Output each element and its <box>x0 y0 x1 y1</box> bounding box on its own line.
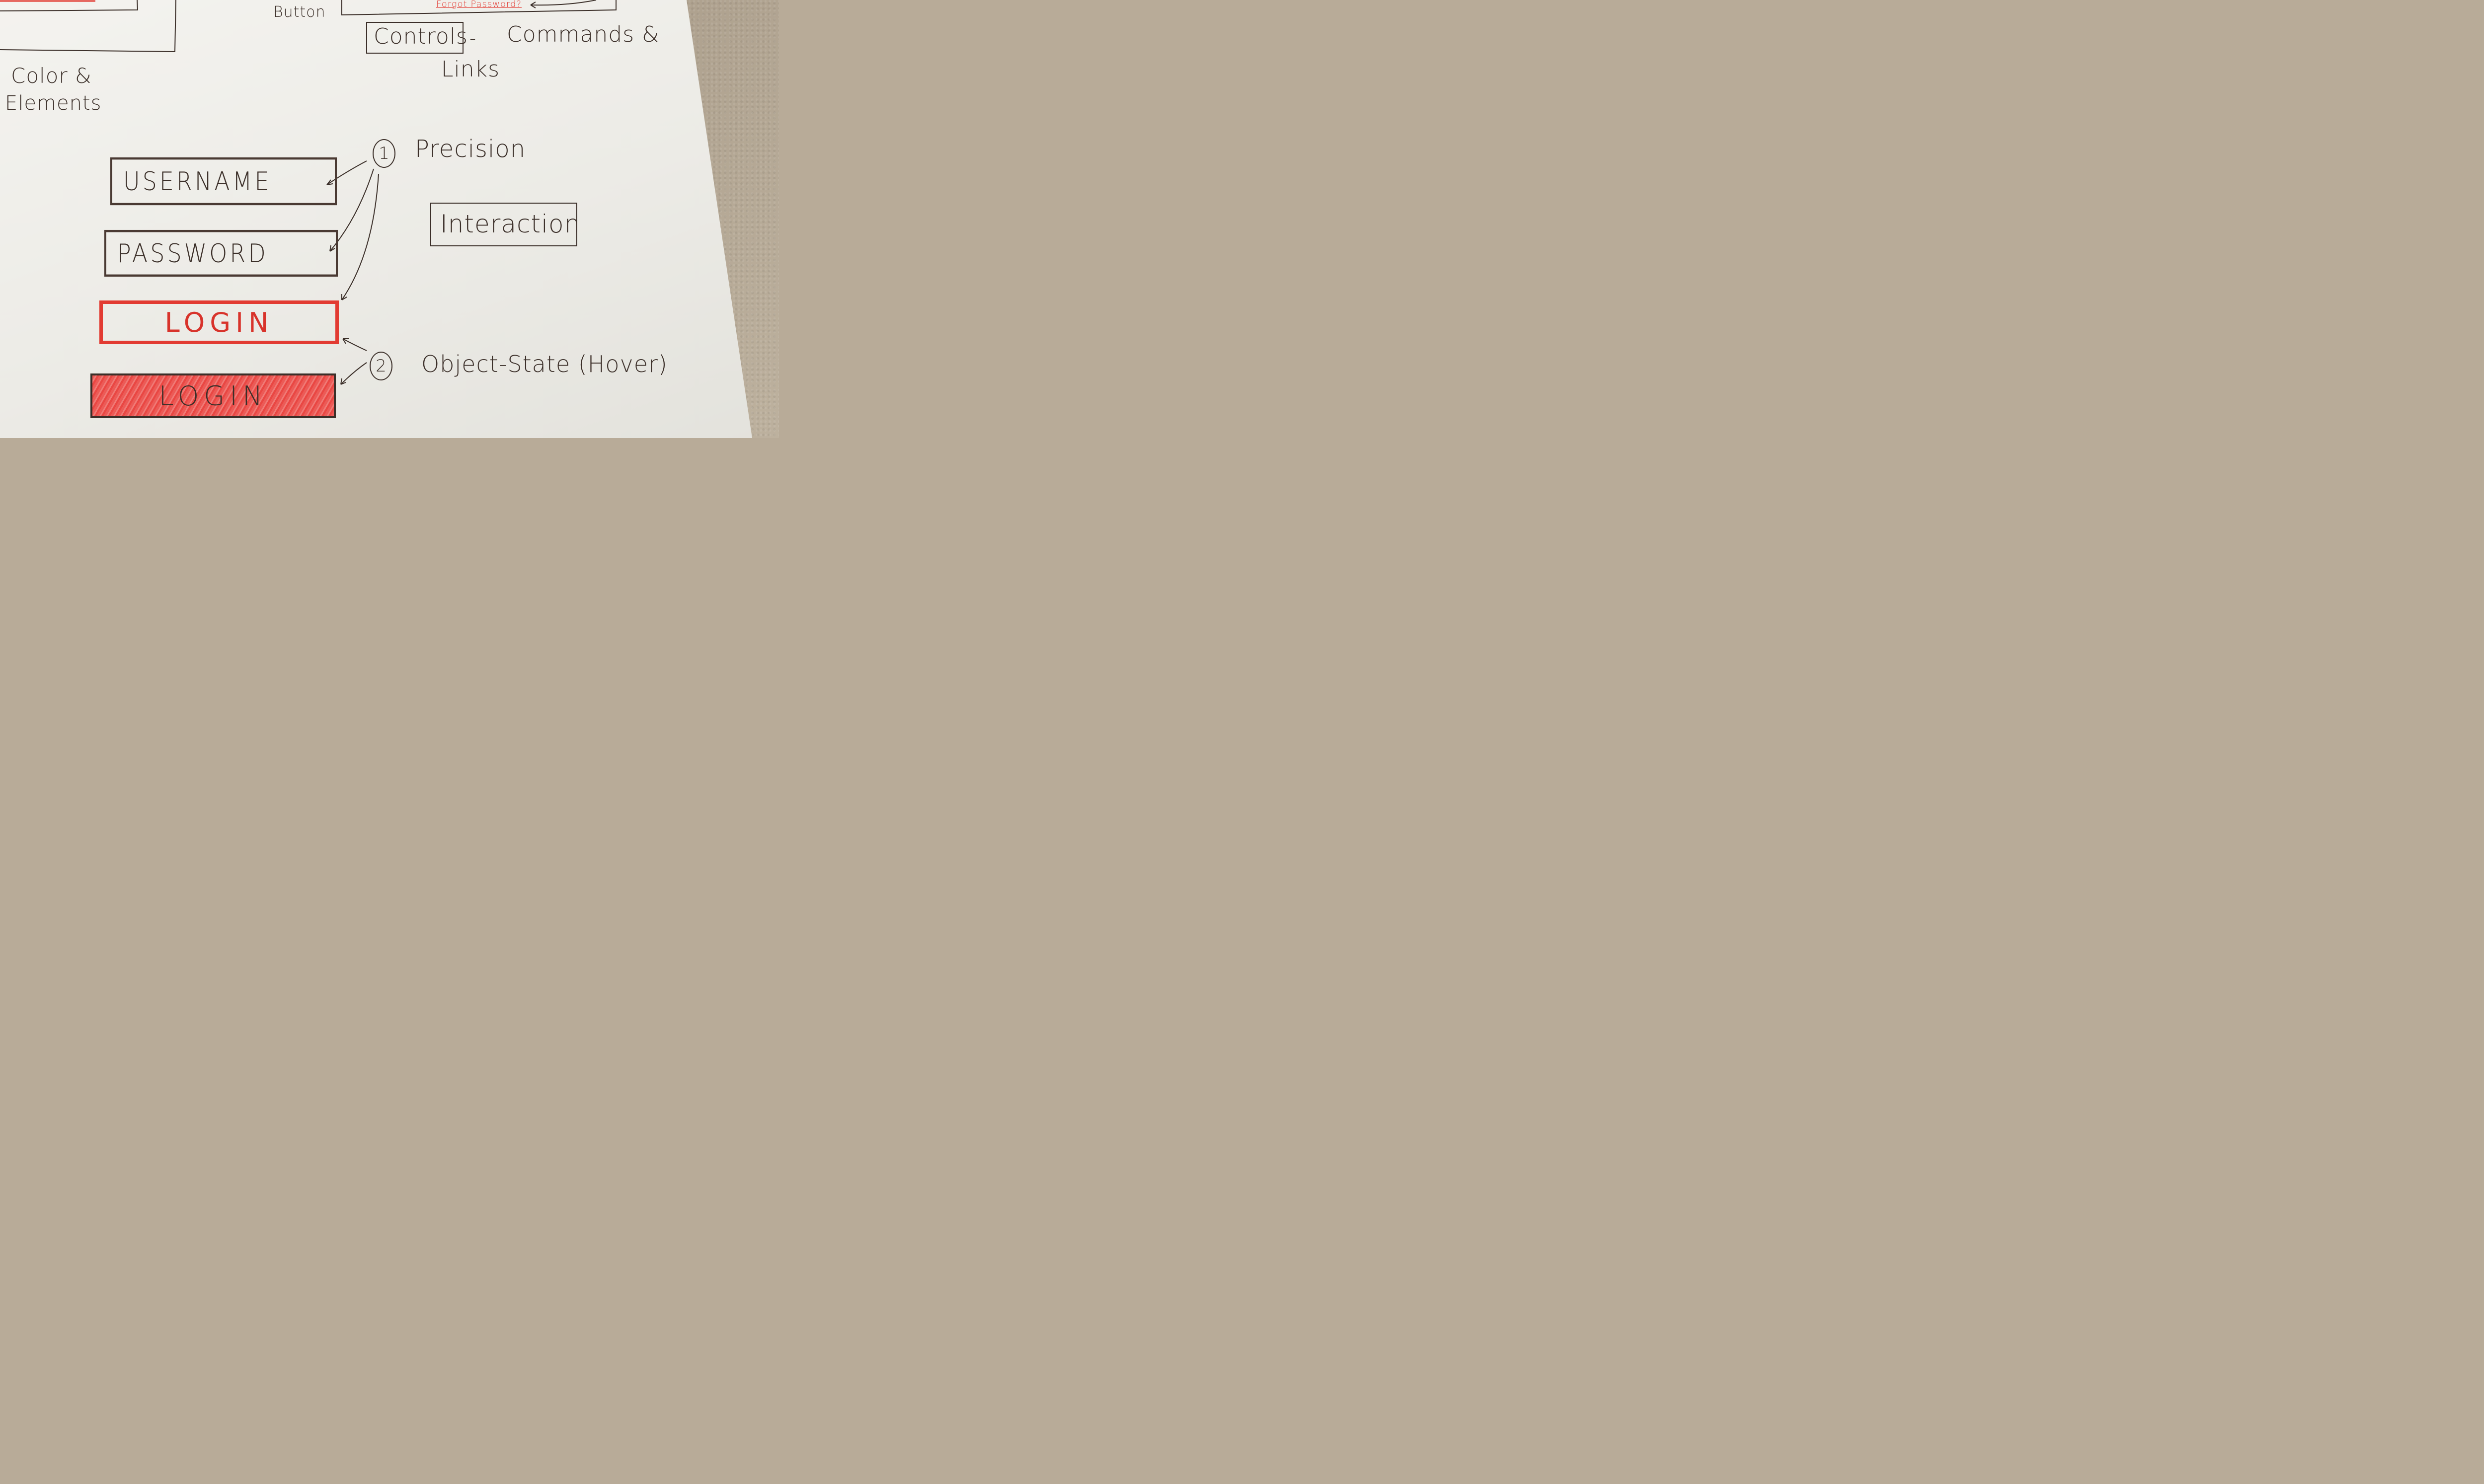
object-state-label: Object-State (Hover) <box>421 351 668 377</box>
precision-label: Precision <box>415 135 526 163</box>
elements-label: Elements <box>5 92 102 115</box>
forgot-password-link: Forgot Password? <box>436 0 522 9</box>
links-label: Links <box>441 57 500 82</box>
annotation-number-1: 1 <box>373 139 395 168</box>
color-elements-label: Color & <box>11 64 92 88</box>
controls-label: Controls <box>374 24 468 49</box>
interaction-label: Interaction <box>440 210 581 238</box>
annotation-number-2: 2 <box>370 352 392 380</box>
login-button-hover[interactable]: LOGIN <box>90 373 336 418</box>
button-label: Button <box>273 3 326 21</box>
password-field[interactable]: PASSWORD <box>104 229 338 277</box>
controls-box <box>366 22 464 54</box>
controls-dash: - <box>469 28 476 49</box>
username-field[interactable]: USERNAME <box>110 157 337 206</box>
interaction-box <box>430 203 577 246</box>
sketch-lines <box>0 0 617 385</box>
login-button[interactable]: LOGIN <box>99 300 339 344</box>
commands-label: Commands & <box>507 22 660 47</box>
